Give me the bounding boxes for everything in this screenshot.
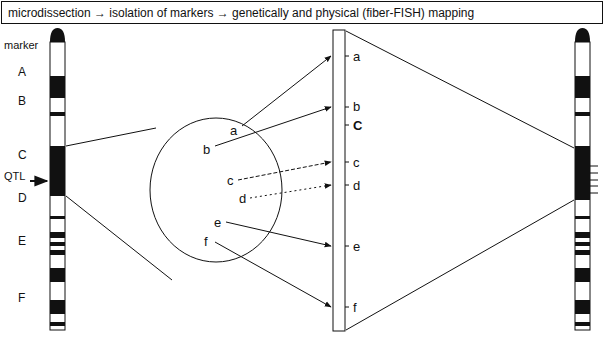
title-frame xyxy=(2,2,603,24)
qtl-arrow xyxy=(30,180,47,182)
marker-pool-circle xyxy=(150,118,282,262)
fiber-position: e xyxy=(353,240,360,253)
title-text: microdissection → isolation of markers →… xyxy=(8,7,474,19)
clone-letter: c xyxy=(227,174,234,187)
fiber-position: f xyxy=(353,301,357,314)
clone-letter: e xyxy=(214,216,221,229)
chromosome-right xyxy=(575,28,598,330)
clone-letter: f xyxy=(204,235,208,248)
fiber-position: b xyxy=(353,100,360,113)
marker-letter: F xyxy=(18,292,25,304)
qtl-label: QTL xyxy=(4,171,25,182)
clone-letter: a xyxy=(230,124,237,137)
mapping-arrows xyxy=(215,56,331,307)
fiber-position: C xyxy=(353,119,362,132)
clone-letter: b xyxy=(203,143,210,156)
axis-heading: marker xyxy=(4,40,38,51)
marker-letter: D xyxy=(18,192,27,204)
zoom-line xyxy=(66,196,172,280)
dna-fiber xyxy=(333,30,349,331)
fiber-position: d xyxy=(353,179,360,192)
marker-letter: B xyxy=(18,95,26,107)
marker-letter: E xyxy=(18,235,26,247)
marker-letter: C xyxy=(18,149,27,161)
zoom-line xyxy=(66,128,156,146)
chromosome-left xyxy=(50,28,65,330)
zoom-line xyxy=(346,31,574,148)
zoom-line xyxy=(346,200,574,330)
clone-letter: d xyxy=(239,192,246,205)
fiber-position: a xyxy=(353,50,360,63)
fiber-position: c xyxy=(353,156,360,169)
marker-letter: A xyxy=(18,66,26,78)
